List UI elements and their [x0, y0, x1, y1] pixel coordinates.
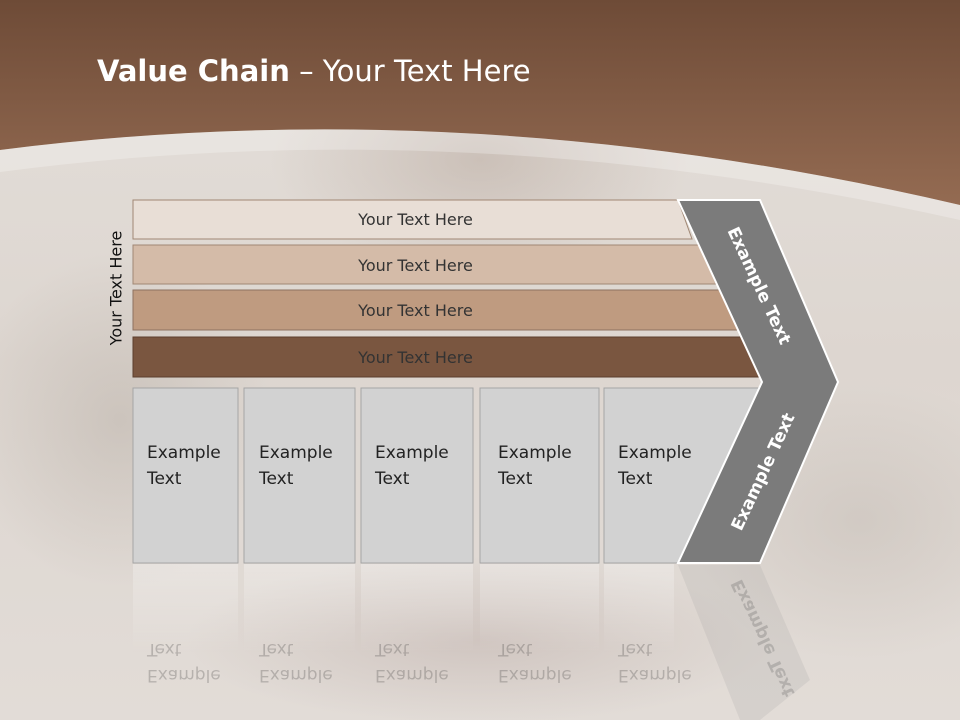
band-1-shape [132, 199, 693, 240]
box-1-shape [132, 387, 239, 564]
band-1: Your Text Here [358, 209, 473, 229]
box-3-shape [360, 387, 474, 564]
vertical-label: Your Text Here [106, 230, 126, 346]
band-3: Your Text Here [358, 300, 473, 320]
chevron-shape [676, 199, 840, 564]
band-2: Your Text Here [358, 255, 473, 275]
box-2-shape [243, 387, 356, 564]
header-band [0, 0, 960, 205]
header-arc-glow [0, 129, 960, 220]
page-title: Value Chain – Your Text Here [97, 54, 531, 88]
reflection-group [133, 564, 810, 720]
box-4-shape [479, 387, 600, 564]
band-4: Your Text Here [358, 347, 473, 367]
